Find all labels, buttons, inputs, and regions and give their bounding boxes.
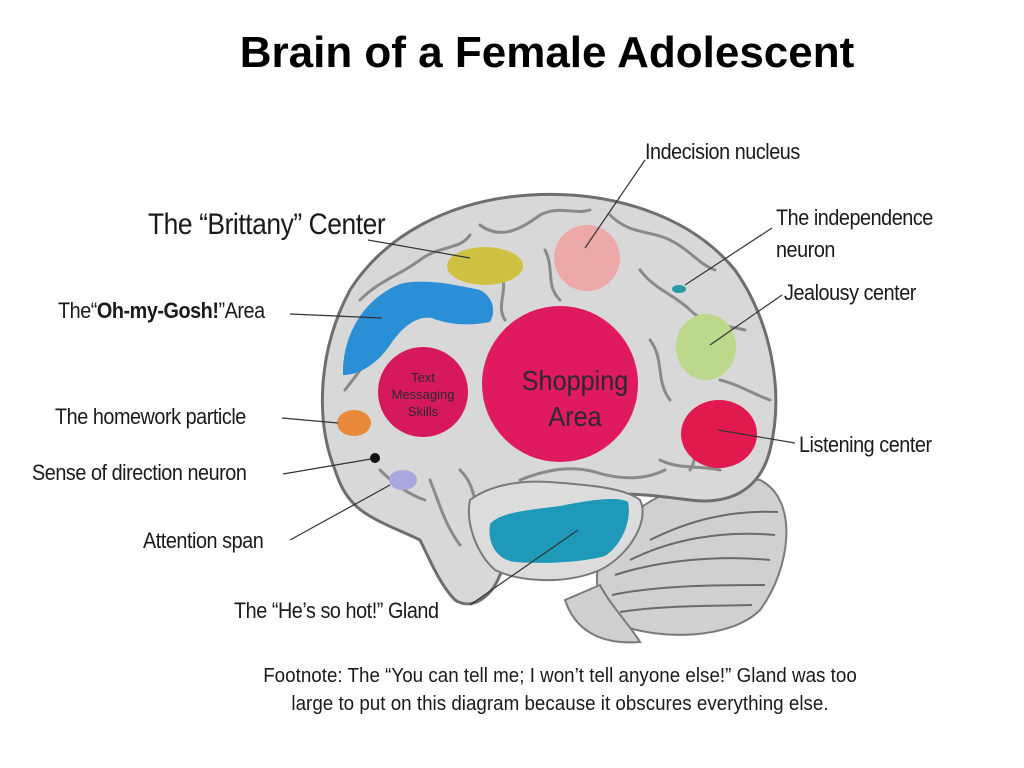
oh-my-gosh-mid: Oh-my-Gosh! <box>96 298 219 323</box>
independence-line-1: The independence <box>776 205 933 230</box>
label-listening-center: Listening center <box>799 432 932 457</box>
footnote-line-2: large to put on this diagram because it … <box>291 693 829 715</box>
oh-my-gosh-post: ”Area <box>218 298 265 323</box>
label-homework-particle: The homework particle <box>55 404 246 429</box>
shopping-area-line: Shopping <box>521 365 629 396</box>
text-messaging-line: Messaging <box>391 387 455 402</box>
footnote: Footnote: The “You can tell me; I won’t … <box>222 662 899 718</box>
brittany-center-region <box>447 247 523 285</box>
page-title: Brain of a Female Adolescent <box>239 28 855 77</box>
shopping-area-label: Shopping Area <box>508 363 643 435</box>
attention-span-region <box>389 470 417 490</box>
hot-gland-region <box>489 499 629 563</box>
jealousy-center-region <box>676 314 736 380</box>
homework-particle-region <box>337 410 371 436</box>
label-independence-neuron: The independence neuron <box>776 202 933 266</box>
label-attention-span: Attention span <box>143 528 264 553</box>
label-indecision-nucleus: Indecision nucleus <box>645 139 800 164</box>
independence-neuron-region <box>672 285 686 293</box>
brain-stem <box>563 583 642 644</box>
leader-lines <box>281 159 796 606</box>
oh-my-gosh-pre: The“ <box>58 298 97 323</box>
direction-neuron-region <box>370 453 380 463</box>
shopping-area-line: Area <box>548 401 602 432</box>
independence-line-2: neuron <box>776 237 835 262</box>
label-hot-gland: The “He’s so hot!” Gland <box>234 598 439 623</box>
label-jealousy-center: Jealousy center <box>784 280 916 305</box>
shopping-area-region <box>482 306 638 462</box>
oh-my-gosh-area-region <box>342 281 494 375</box>
footnote-line-1: Footnote: The “You can tell me; I won’t … <box>263 665 857 687</box>
text-messaging-label: Text Messaging Skills <box>383 369 463 420</box>
text-messaging-line: Text <box>411 370 435 385</box>
label-brittany-center: The “Brittany” Center <box>148 208 386 241</box>
indecision-nucleus-region <box>554 225 620 291</box>
text-messaging-line: Skills <box>407 404 439 419</box>
label-sense-of-direction: Sense of direction neuron <box>32 460 247 485</box>
text-messaging-region <box>378 347 468 437</box>
label-oh-my-gosh-area: The“Oh-my-Gosh!”Area <box>58 298 265 324</box>
listening-center-region <box>681 400 757 468</box>
